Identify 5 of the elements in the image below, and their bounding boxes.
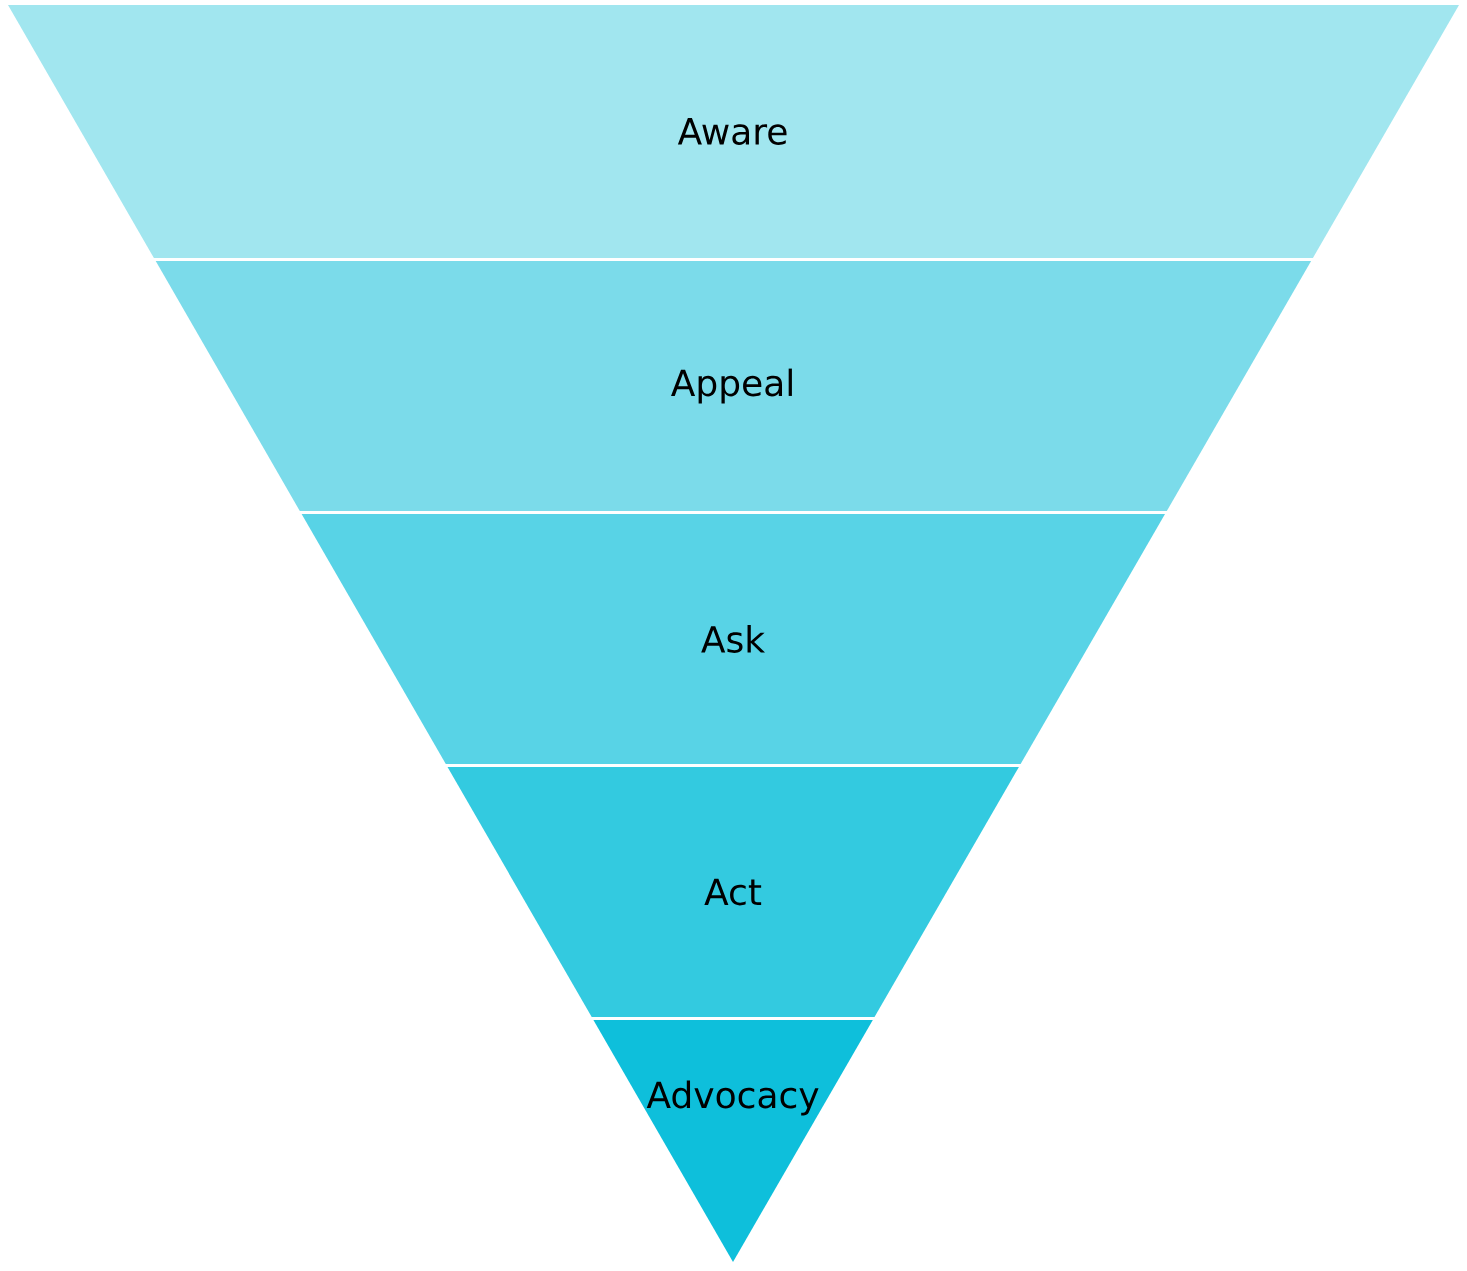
funnel-band: Act bbox=[447, 767, 1019, 1017]
funnel-band: Advocacy bbox=[593, 1020, 873, 1262]
funnel-band: Ask bbox=[301, 514, 1165, 764]
funnel-band: Aware bbox=[8, 5, 1459, 258]
funnel-band: Appeal bbox=[155, 261, 1312, 511]
